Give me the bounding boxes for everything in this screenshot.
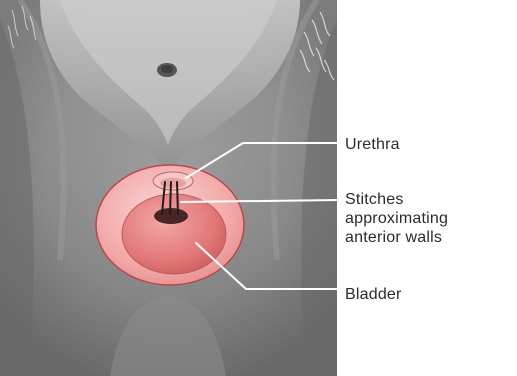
label-stitches-line-2: approximating — [345, 209, 448, 228]
label-bladder: Bladder — [345, 285, 402, 304]
label-stitches-line-3: anterior walls — [345, 228, 448, 247]
bladder-inner-wall — [122, 194, 226, 274]
label-stitches-line-1: Stitches — [345, 190, 448, 209]
label-urethra: Urethra — [345, 135, 400, 154]
label-stitches: Stitches approximating anterior walls — [345, 190, 448, 247]
